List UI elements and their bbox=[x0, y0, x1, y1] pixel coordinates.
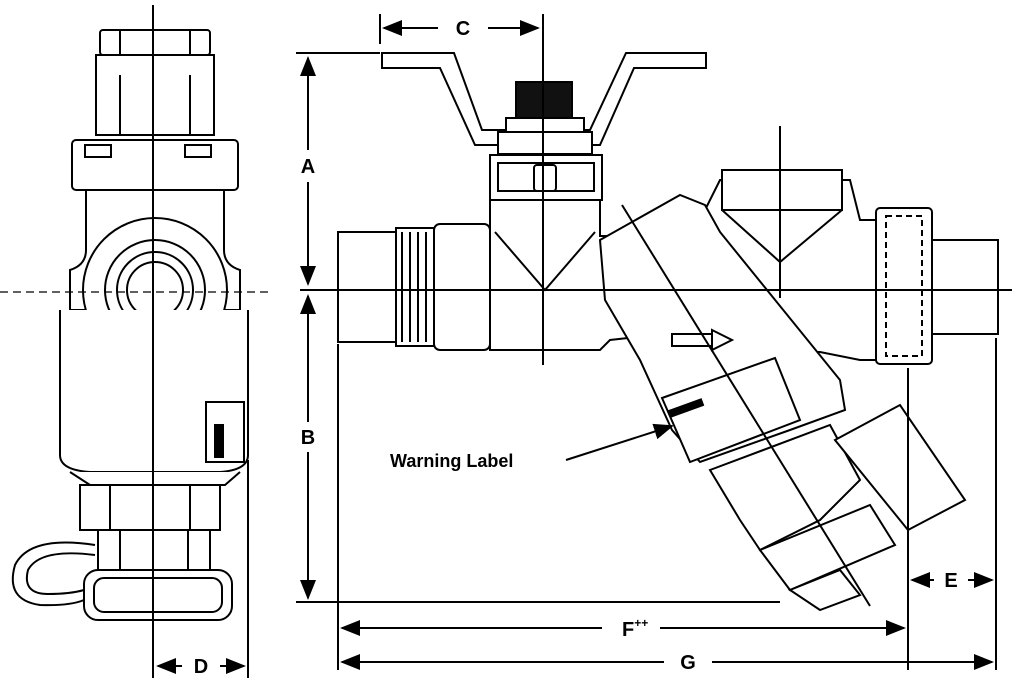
dim-label-a: A bbox=[301, 156, 315, 178]
end-view-cap-body bbox=[95, 54, 215, 136]
side-view bbox=[337, 52, 999, 612]
side-outlet bbox=[833, 403, 967, 532]
handle bbox=[381, 52, 707, 146]
dim-label-c: C bbox=[456, 18, 470, 40]
dim-label-f: F++ bbox=[622, 616, 648, 641]
dim-label-d: D bbox=[194, 656, 208, 678]
end-view-cap-top bbox=[99, 29, 211, 56]
side-view-centerlines bbox=[300, 14, 1012, 607]
union-left bbox=[337, 231, 397, 343]
end-view bbox=[11, 29, 249, 621]
body-right-boss bbox=[721, 169, 843, 211]
end-view-port-inner bbox=[126, 261, 184, 319]
end-view-centerlines bbox=[0, 5, 270, 678]
warning-label-callout: Warning Label bbox=[390, 451, 513, 471]
warning-label-plate bbox=[660, 356, 802, 464]
warning-label-leader bbox=[565, 423, 674, 461]
dim-label-f-superscript: ++ bbox=[634, 616, 648, 630]
dim-label-g: G bbox=[680, 652, 696, 674]
dimension-lines bbox=[156, 14, 997, 674]
drain-assembly bbox=[708, 423, 862, 552]
end-view-warning-tag bbox=[205, 401, 245, 463]
dim-label-b: B bbox=[301, 427, 315, 449]
dim-label-e: E bbox=[944, 570, 957, 592]
end-view-tether-loop bbox=[11, 541, 96, 607]
dim-label-f-letter: F bbox=[622, 619, 634, 641]
